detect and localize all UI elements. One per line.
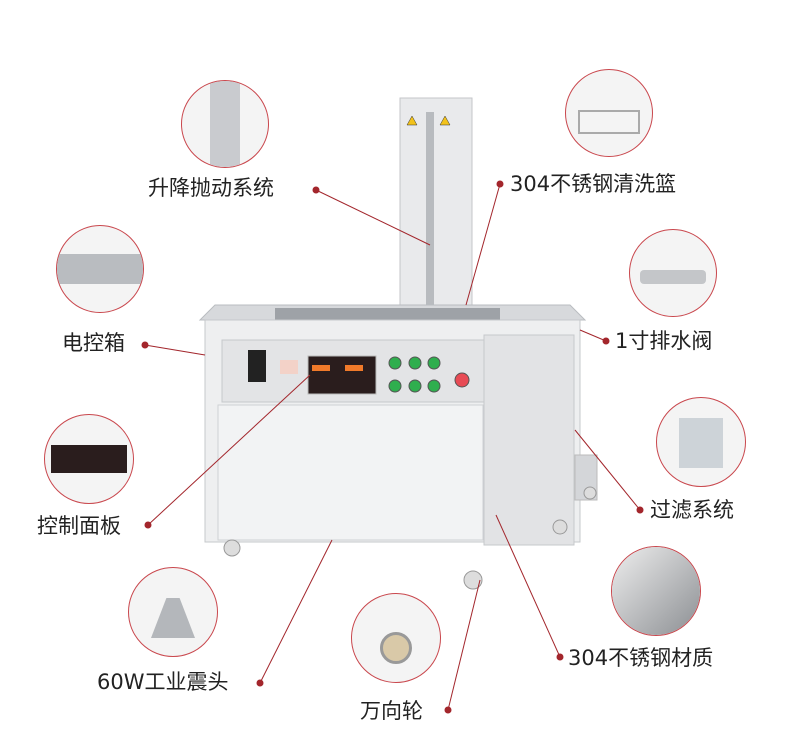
label-transducer: 60W工业震头 [97,670,229,694]
label-caster: 万向轮 [360,699,423,723]
label-material: 304不锈钢材质 [568,646,714,670]
leader-lines [141,180,644,714]
detail-circle-filter [656,397,746,487]
label-control-box: 电控箱 [62,331,125,355]
label-drain-valve: 1寸排水阀 [615,329,713,353]
detail-circle-lift [181,80,269,168]
label-filter-system: 过滤系统 [650,498,734,522]
detail-circle-transducer [128,567,218,657]
detail-circle-caster [351,593,441,683]
detail-circle-material [611,546,701,636]
detail-circle-drain-valve [629,229,717,317]
lift-column [399,97,473,314]
detail-circle-basket [565,69,653,157]
label-lift-system: 升降抛动系统 [148,176,274,200]
detail-circle-control-panel [44,414,134,504]
detail-circle-control-box [56,225,144,313]
label-control-panel: 控制面板 [37,514,121,538]
label-cleaning-basket: 304不锈钢清洗篮 [510,172,677,196]
